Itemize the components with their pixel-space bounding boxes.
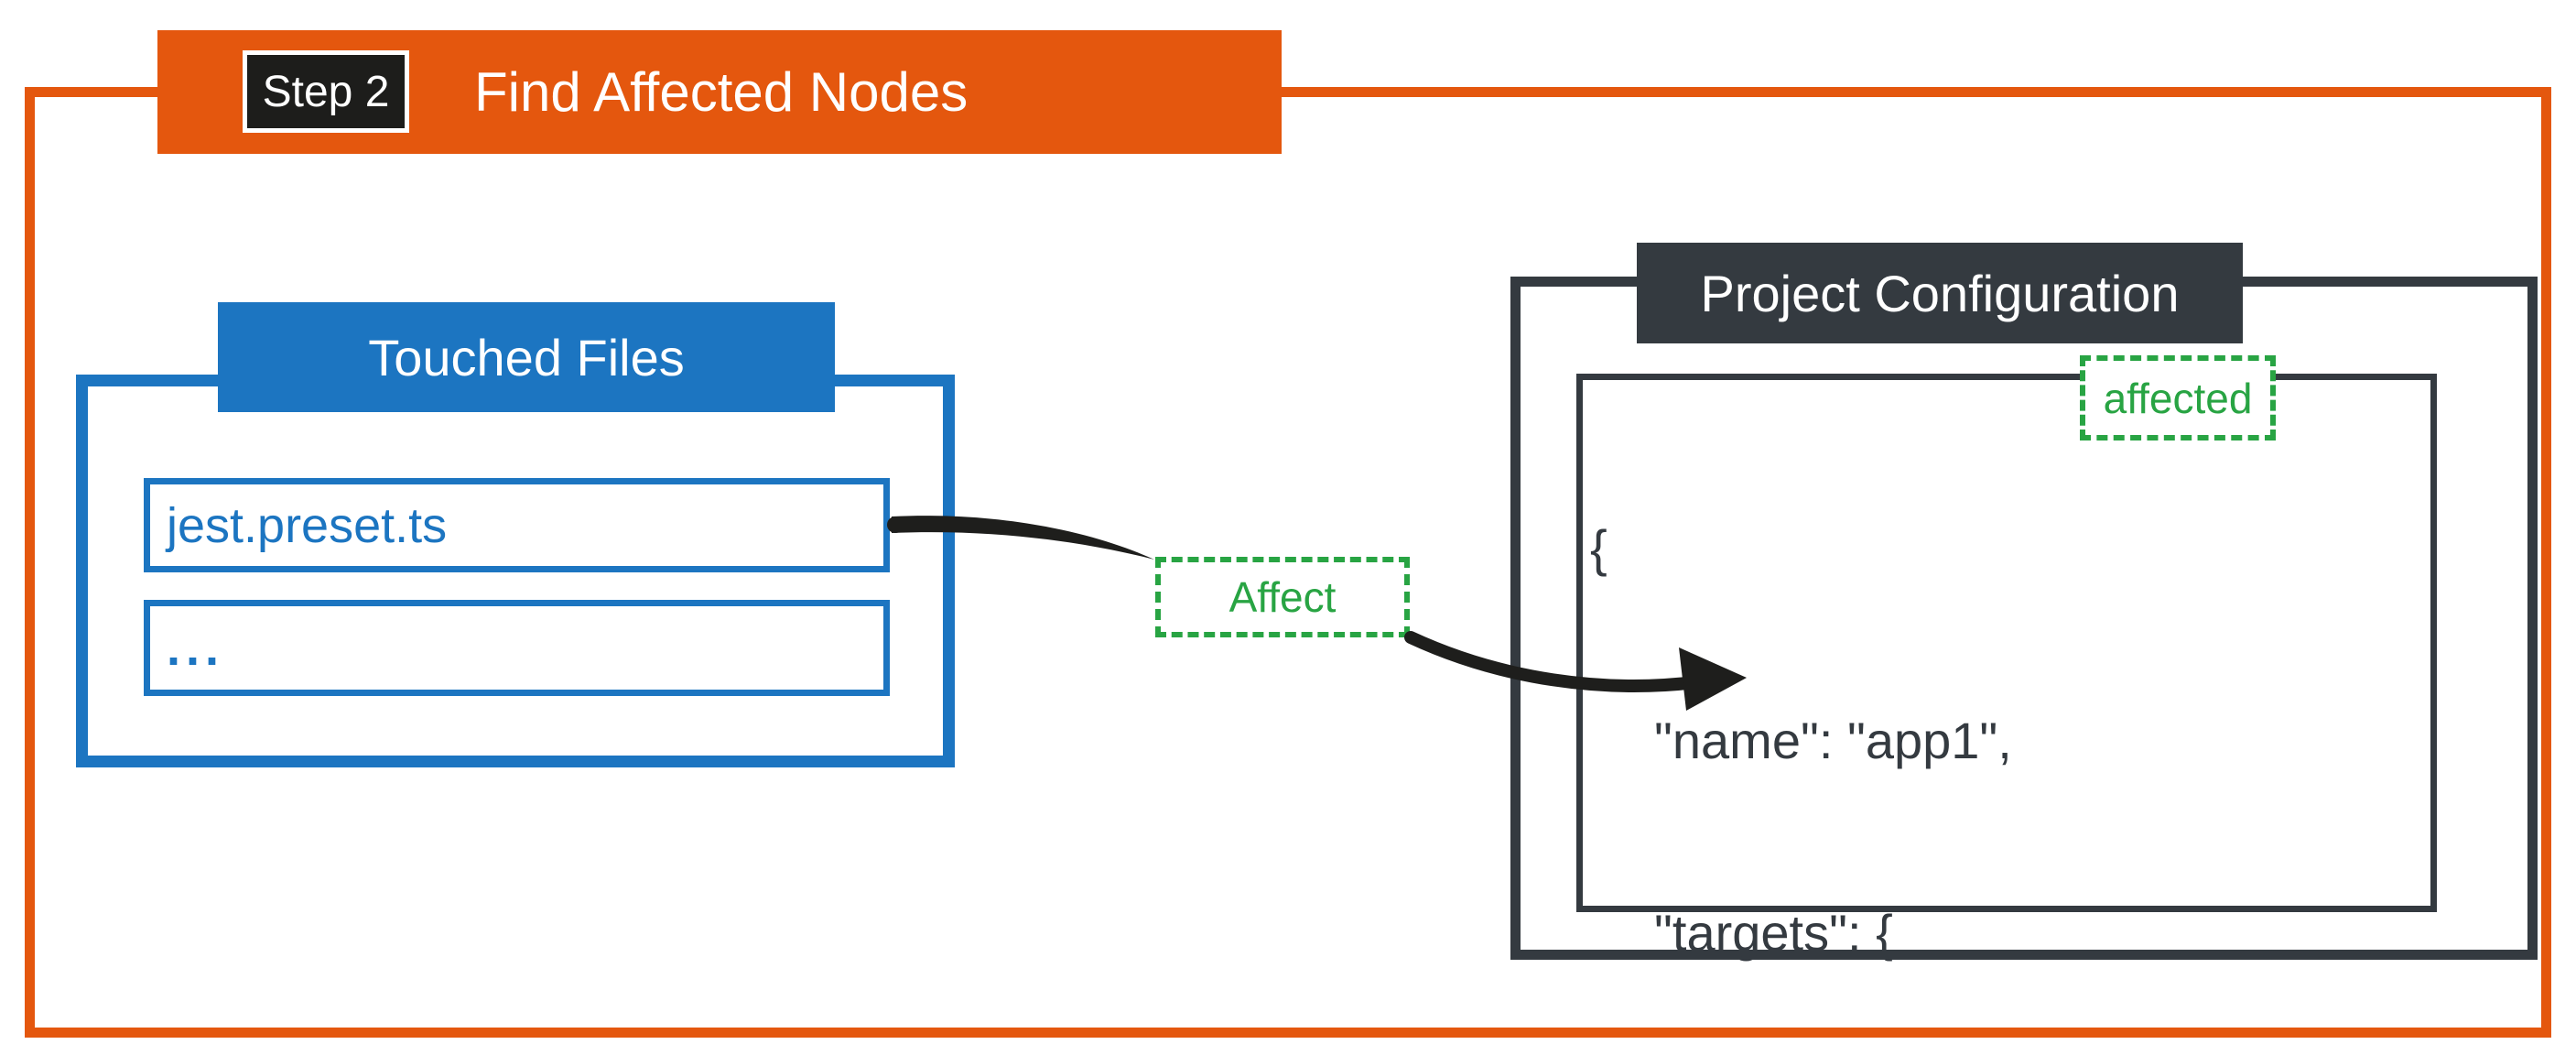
affected-badge-text: affected	[2103, 374, 2253, 422]
step-badge-label: Step 2	[262, 67, 390, 116]
touched-files-header: Touched Files	[218, 302, 835, 412]
file-item-jest-preset: jest.preset.ts	[144, 478, 890, 572]
affect-edge-label-text: Affect	[1228, 573, 1337, 621]
banner-title: Find Affected Nodes	[474, 61, 969, 123]
code-line: "targets": {	[1654, 904, 1893, 962]
code-line: "name": "app1",	[1654, 712, 2012, 769]
affect-edge-label: Affect	[1155, 557, 1410, 637]
code-line: {	[1590, 519, 1607, 577]
project-config-code: { "name": "app1", "targets": { "test"" {…	[1590, 388, 2389, 1055]
step-banner: Step 2 Find Affected Nodes	[157, 30, 1282, 154]
file-item-label: jest.preset.ts	[167, 497, 448, 553]
project-config-header: Project Configuration	[1637, 243, 2243, 343]
file-item-ellipsis: ...	[144, 600, 890, 696]
project-config-code-box	[1576, 374, 2437, 912]
step-badge: Step 2	[243, 50, 409, 133]
affected-badge: affected	[2080, 355, 2276, 440]
file-item-label: ...	[167, 620, 225, 676]
outer-orange-frame	[25, 87, 2551, 1038]
